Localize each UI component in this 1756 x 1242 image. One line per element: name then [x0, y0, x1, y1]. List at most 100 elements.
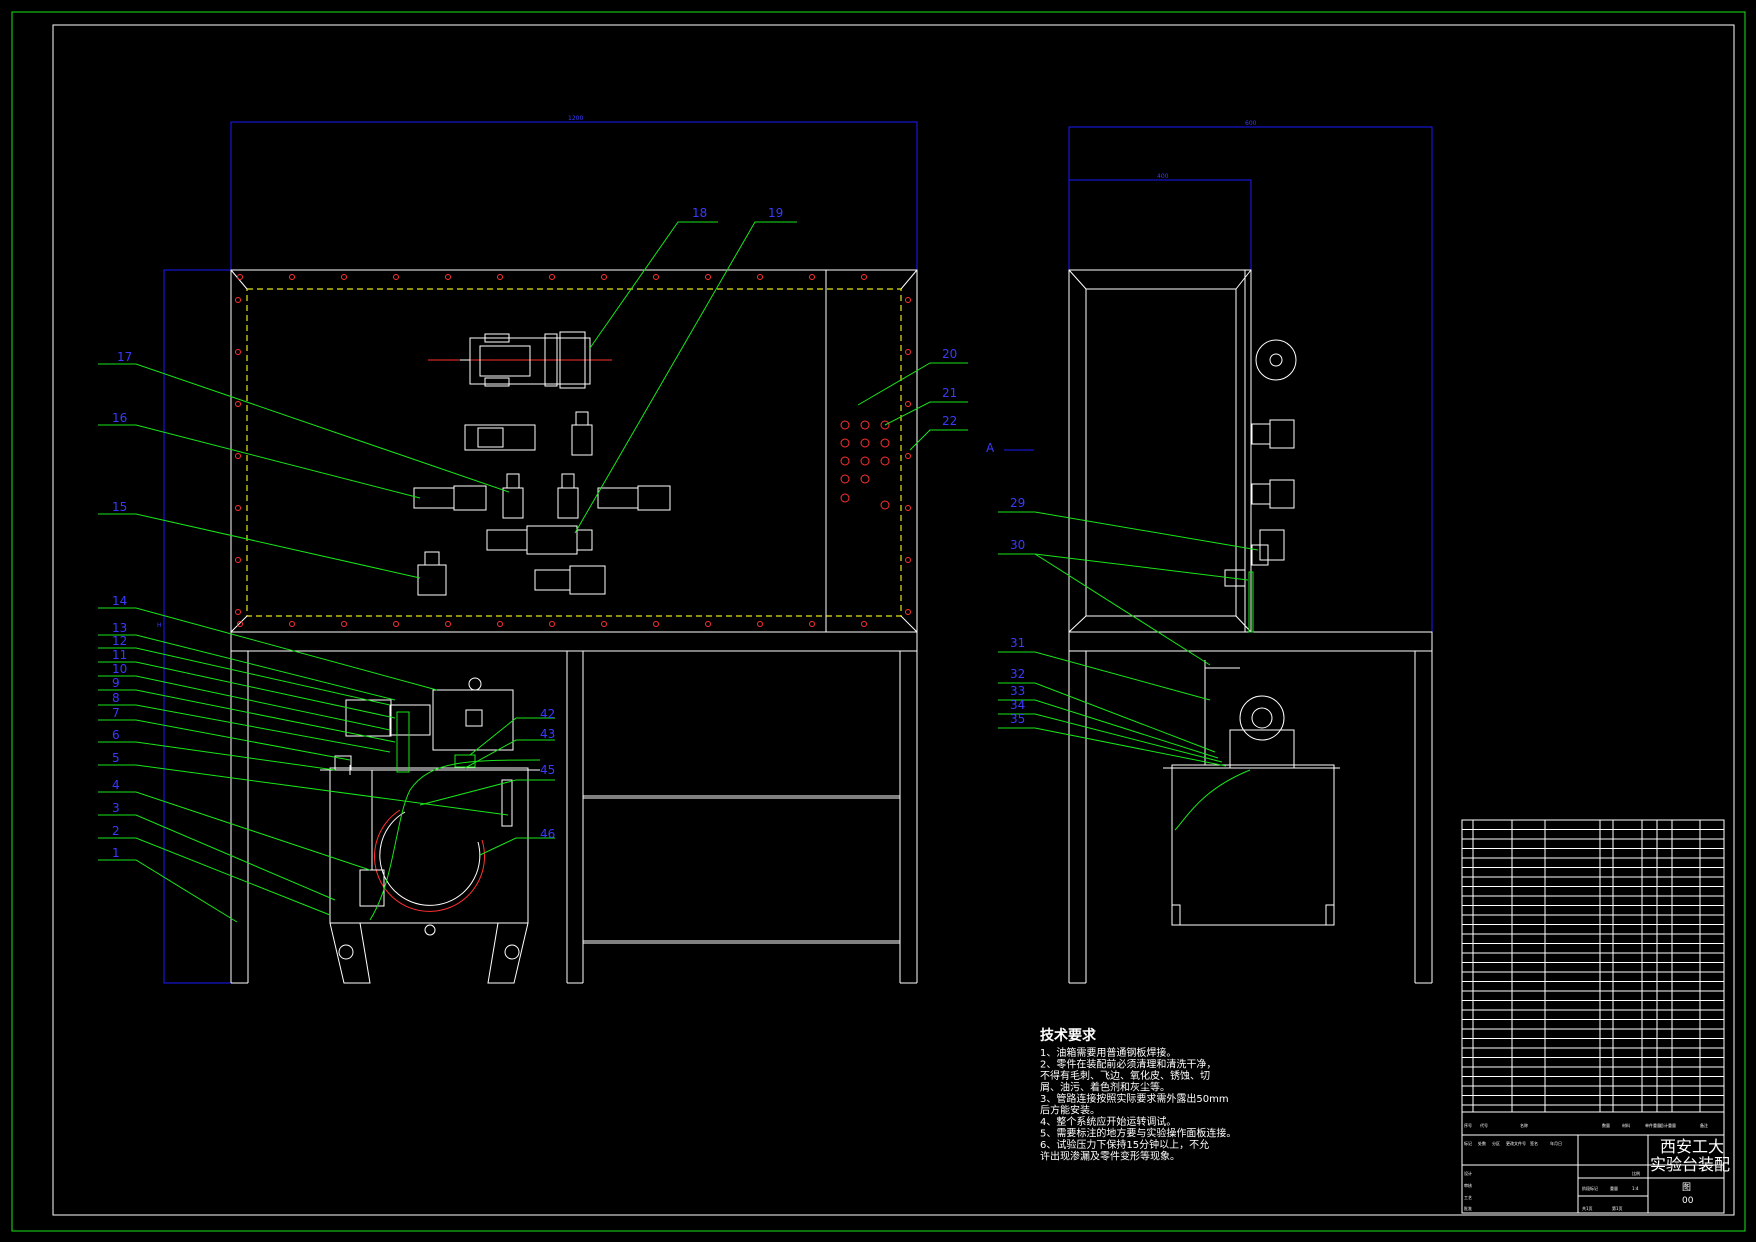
bolt	[445, 274, 451, 280]
bom-header-cell: 材料	[1622, 1122, 1630, 1128]
leader-5: 5	[112, 751, 120, 765]
port	[840, 474, 850, 484]
bolt	[235, 453, 241, 459]
leader-lines	[98, 221, 1034, 923]
leader-20: 20	[942, 347, 957, 361]
bolt	[653, 274, 659, 280]
bolt	[705, 621, 711, 627]
bolt	[235, 505, 241, 511]
port	[880, 456, 890, 466]
title-block: 西安工大 实验台装配 图 00 1:4 序号代号名称数量材料单件重量总计重量备注…	[1461, 819, 1730, 1214]
leader-17: 17	[117, 350, 132, 364]
bolt	[235, 557, 241, 563]
title-scale: 1:4	[1632, 1186, 1639, 1191]
title-block-label: 比例	[1632, 1170, 1640, 1176]
bom-header-cell: 数量	[1602, 1122, 1610, 1128]
bolt	[235, 297, 241, 303]
bolt	[237, 274, 243, 280]
test-panel	[230, 269, 918, 633]
title-drawing: 实验台装配	[1650, 1155, 1730, 1174]
bolt	[235, 609, 241, 615]
title-block-label: 签名	[1530, 1140, 1538, 1146]
title-block-label: 分区	[1492, 1140, 1500, 1146]
title-block-label: 重量	[1610, 1185, 1618, 1191]
title-block-label: 更改文件号	[1506, 1140, 1526, 1146]
front-width-dim-text: 1200	[568, 115, 583, 122]
bolt	[601, 621, 607, 627]
leader-31: 31	[1010, 636, 1025, 650]
port	[860, 474, 870, 484]
panel-ports	[840, 420, 890, 510]
bolt	[905, 453, 911, 459]
title-block-labels: 标记处数分区更改文件号签名年月日设计审核工艺批准阶段标记重量比例共1页第1页	[1464, 1140, 1640, 1211]
leader-16: 16	[112, 411, 127, 425]
leader-8: 8	[112, 691, 120, 705]
panel-bolts	[235, 274, 911, 627]
notes-line-7: 4、整个系统应开始运转调试。	[1040, 1115, 1176, 1128]
title-school: 西安工大	[1660, 1137, 1724, 1156]
bolt	[705, 274, 711, 280]
title-block-label: 设计	[1464, 1170, 1472, 1176]
title-block-label: 标记	[1464, 1140, 1472, 1146]
port	[860, 456, 870, 466]
leader-7: 7	[112, 706, 120, 720]
title-block-label: 年月日	[1550, 1140, 1562, 1146]
leader-1: 1	[112, 846, 120, 860]
side-view: 600 400	[998, 120, 1433, 984]
leader-12: 12	[112, 634, 127, 648]
front-height-dim-label: H	[157, 622, 162, 629]
title-block-label: 审核	[1464, 1182, 1472, 1188]
leader-33: 33	[1010, 684, 1025, 698]
leader-13: 13	[112, 621, 127, 635]
notes-line-6: 后方能安装。	[1040, 1104, 1100, 1117]
bolt	[653, 621, 659, 627]
port	[860, 438, 870, 448]
title-number-label: 图	[1682, 1182, 1691, 1193]
bom-header-cell: 单件重量	[1645, 1122, 1661, 1128]
title-block-label: 共1页	[1582, 1205, 1593, 1211]
leader-15: 15	[112, 500, 127, 514]
bolt	[289, 274, 295, 280]
title-block-label: 阶段标记	[1582, 1185, 1598, 1191]
notes-line-2: 2、零件在装配前必须清理和清洗干净，	[1040, 1058, 1216, 1071]
leader-21: 21	[942, 386, 957, 400]
port	[880, 500, 890, 510]
port	[840, 438, 850, 448]
front-width-dim	[230, 121, 918, 278]
bolt	[289, 621, 295, 627]
leader-29: 29	[1010, 496, 1025, 510]
port	[840, 493, 850, 503]
port	[880, 438, 890, 448]
leader-30: 30	[1010, 538, 1025, 552]
leader-18: 18	[692, 206, 707, 220]
leader-3: 3	[112, 801, 120, 815]
bolt	[601, 274, 607, 280]
side-inner-dim	[1068, 179, 1252, 270]
title-block-label: 批准	[1464, 1205, 1472, 1211]
bolt	[809, 621, 815, 627]
leader-45: 45	[540, 763, 555, 777]
bolt	[809, 274, 815, 280]
notes-line-8: 5、需要标注的地方要与实验操作面板连接。	[1040, 1127, 1236, 1140]
notes-title: 技术要求	[1040, 1027, 1097, 1044]
power-unit	[320, 677, 540, 984]
leader-35: 35	[1010, 712, 1025, 726]
bolt	[497, 621, 503, 627]
leader-4: 4	[112, 778, 120, 792]
title-block-label: 第1页	[1612, 1205, 1623, 1211]
valve-group	[413, 411, 671, 596]
bolt	[757, 621, 763, 627]
bolt	[905, 349, 911, 355]
bolt	[549, 621, 555, 627]
leader-34: 34	[1010, 698, 1025, 712]
bom-header-cell: 备注	[1700, 1122, 1708, 1128]
port	[880, 420, 890, 430]
title-block-label: 处数	[1478, 1140, 1486, 1146]
leader-9: 9	[112, 676, 120, 690]
bolt	[341, 621, 347, 627]
leader-22: 22	[942, 414, 957, 428]
title-number: 00	[1682, 1196, 1694, 1206]
inner-border	[52, 24, 1735, 1216]
bolt	[235, 401, 241, 407]
